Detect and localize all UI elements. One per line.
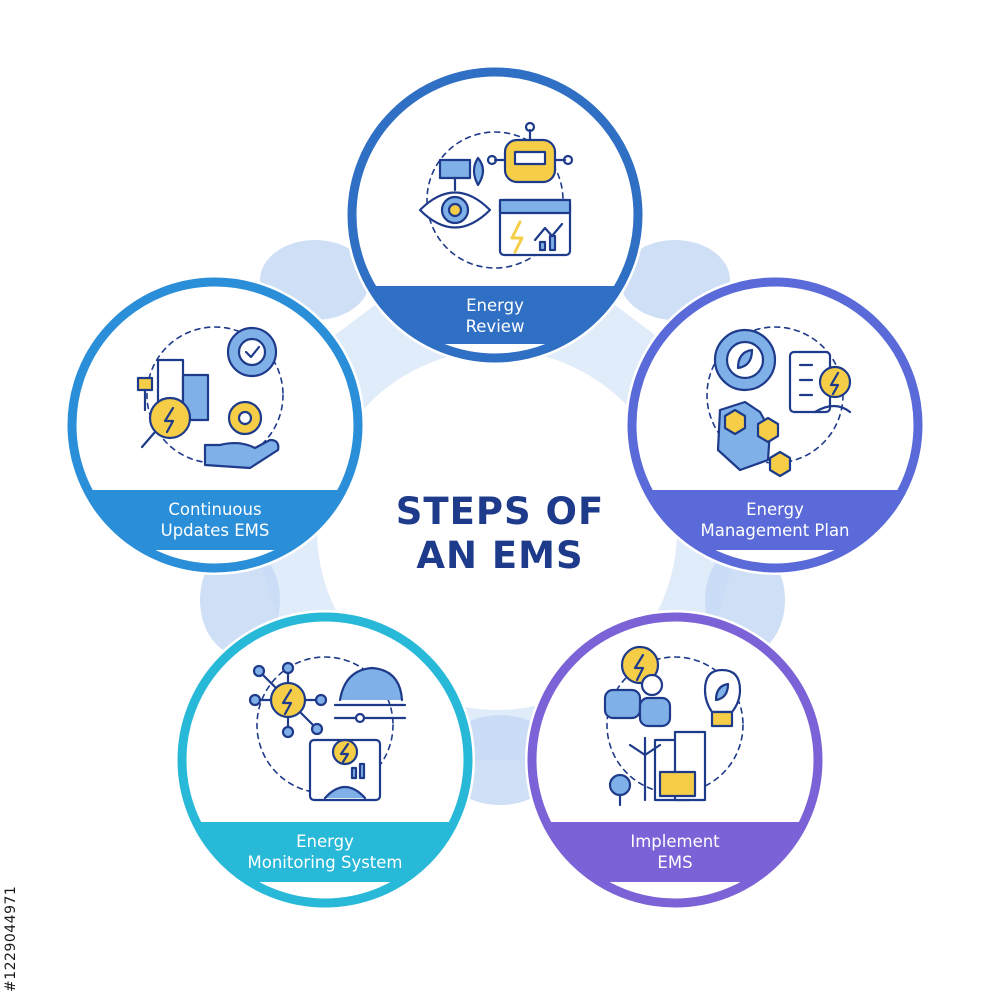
diagram-title: STEPS OF AN EMS (330, 490, 670, 578)
title-line-1: STEPS OF (395, 490, 605, 533)
step-node-continuous-updates-ems (65, 275, 365, 575)
monitoring-system-icon (248, 656, 407, 802)
step-label-implement-ems: Implement EMS (630, 832, 720, 872)
step-node-energy-review (345, 65, 645, 365)
management-plan-icon (706, 326, 852, 478)
title-line-2: AN EMS (416, 534, 584, 577)
step-label-energy-monitoring-system: Energy Monitoring System (247, 832, 403, 872)
step-node-energy-monitoring-system (175, 610, 475, 910)
step-node-energy-management-plan (625, 275, 925, 575)
continuous-updates-icon (136, 326, 284, 470)
stock-id-text: #1229044971 (3, 885, 19, 992)
step-label-continuous-updates-ems: Continuous Updates EMS (160, 500, 270, 540)
energy-review-icon (418, 121, 574, 269)
center-area (317, 350, 677, 710)
step-node-implement-ems (525, 610, 825, 910)
step-label-energy-review: Energy Review (465, 296, 525, 336)
step-label-energy-management-plan: Energy Management Plan (700, 500, 850, 540)
implement-ems-icon (603, 645, 744, 807)
